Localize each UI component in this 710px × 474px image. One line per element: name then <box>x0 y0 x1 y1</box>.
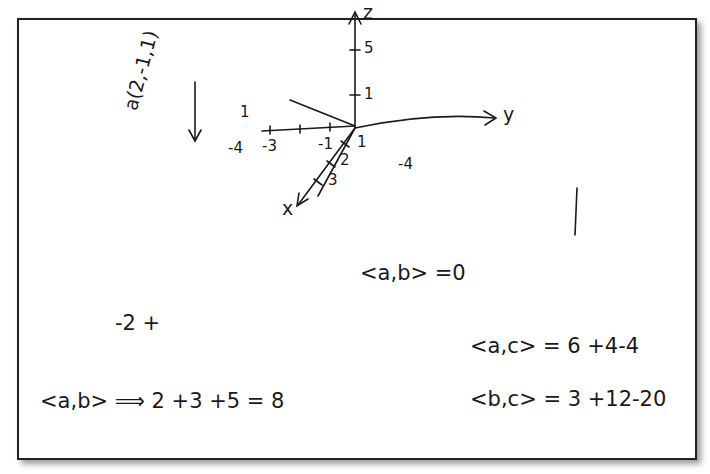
tick-number: 1 <box>364 86 374 103</box>
tick-number: 5 <box>364 40 374 57</box>
tick-number: 1 <box>357 134 367 151</box>
equation-note: <a,c> = 6 +4-4 <box>470 335 639 358</box>
tick-number: -3 <box>262 138 277 155</box>
equation-note: <a,b> =0 <box>360 262 466 285</box>
tick-number: -4 <box>228 140 243 157</box>
equation-note: -2 + <box>115 312 160 335</box>
equation-note: <b,c> = 3 +12-20 <box>470 388 666 411</box>
tick-number: -4 <box>398 156 413 173</box>
tick-number: 3 <box>328 172 338 189</box>
axis-name: z <box>363 2 373 23</box>
equation-note: <a,b> ⟹ 2 +3 +5 = 8 <box>40 390 284 413</box>
axis-name: x <box>282 198 293 219</box>
tick-number: 2 <box>340 152 350 169</box>
tick-number: 1 <box>240 104 250 121</box>
tick-number: -1 <box>318 136 333 153</box>
axis-name: y <box>503 104 514 125</box>
